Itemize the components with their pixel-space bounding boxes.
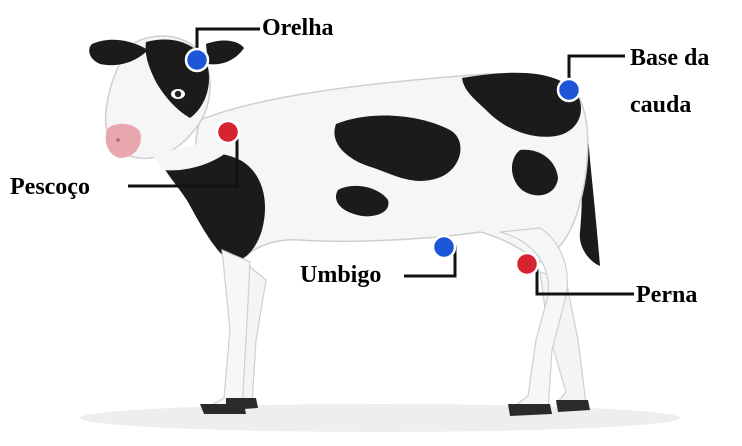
label-leg: Perna — [636, 282, 697, 308]
label-ear: Orelha — [262, 15, 334, 41]
marker-leg — [516, 253, 538, 275]
marker-neck — [217, 121, 239, 143]
eye-pupil — [175, 91, 181, 97]
marker-ear — [186, 49, 208, 71]
marker-navel — [433, 236, 455, 258]
label-neck: Pescoço — [10, 174, 90, 200]
hoof-3 — [508, 404, 552, 416]
hoof-4 — [556, 400, 590, 412]
marker-tail-base — [558, 79, 580, 101]
label-tail-base-line2: cauda — [630, 92, 691, 118]
hoof-2 — [226, 398, 258, 410]
nostril — [116, 138, 120, 142]
ear-right — [206, 41, 244, 65]
label-navel: Umbigo — [300, 262, 381, 288]
leg-front-near — [206, 250, 250, 410]
ground-shadow — [80, 404, 680, 432]
label-tail-base-line1: Base da — [630, 45, 709, 71]
